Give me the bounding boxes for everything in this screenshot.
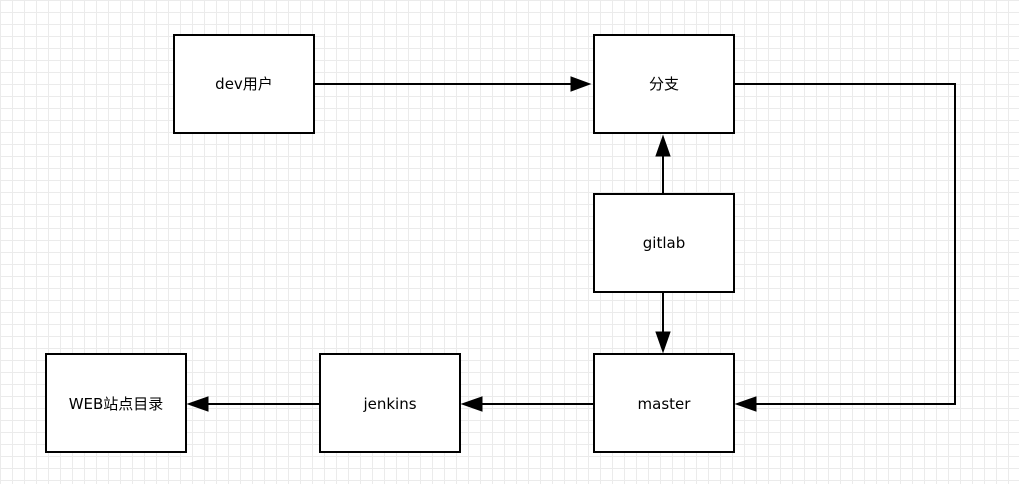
node-dev-user[interactable]: dev用户 xyxy=(173,34,315,134)
edge-jenkins-to-web-dir xyxy=(186,396,320,412)
node-label: master xyxy=(638,395,692,413)
edge-gitlab-to-master xyxy=(655,293,671,354)
node-web-dir[interactable]: WEB站点目录 xyxy=(45,353,187,453)
node-master[interactable]: master xyxy=(593,353,735,453)
node-branch[interactable]: 分支 xyxy=(593,34,735,134)
node-gitlab[interactable]: gitlab xyxy=(593,193,735,293)
node-label: jenkins xyxy=(362,395,416,413)
node-label: 分支 xyxy=(649,75,679,93)
edge-master-to-jenkins xyxy=(460,396,593,412)
edge-dev-user-to-branch xyxy=(315,76,592,92)
node-label: WEB站点目录 xyxy=(69,395,164,413)
edge-branch-to-master xyxy=(734,83,956,412)
node-label: gitlab xyxy=(643,234,685,252)
node-jenkins[interactable]: jenkins xyxy=(319,353,461,453)
edge-gitlab-to-branch xyxy=(655,134,671,193)
node-label: dev用户 xyxy=(215,75,273,93)
